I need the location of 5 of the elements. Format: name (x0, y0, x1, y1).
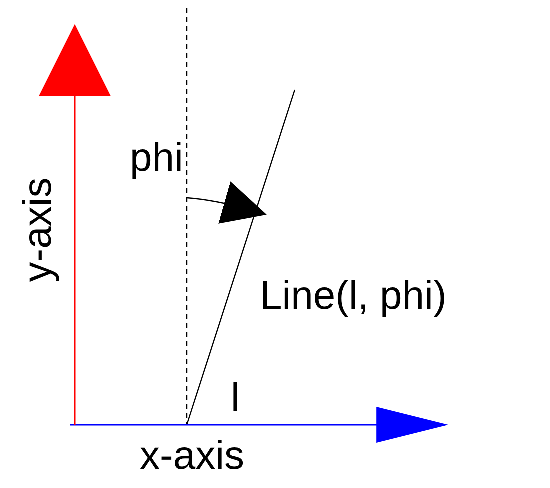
angle-label: phi (130, 138, 184, 178)
distance-label: l (231, 378, 240, 418)
line-label: Line(l, phi) (260, 276, 447, 316)
axis-label: y-axis (18, 178, 58, 282)
axis-label: x-axis (140, 436, 244, 476)
